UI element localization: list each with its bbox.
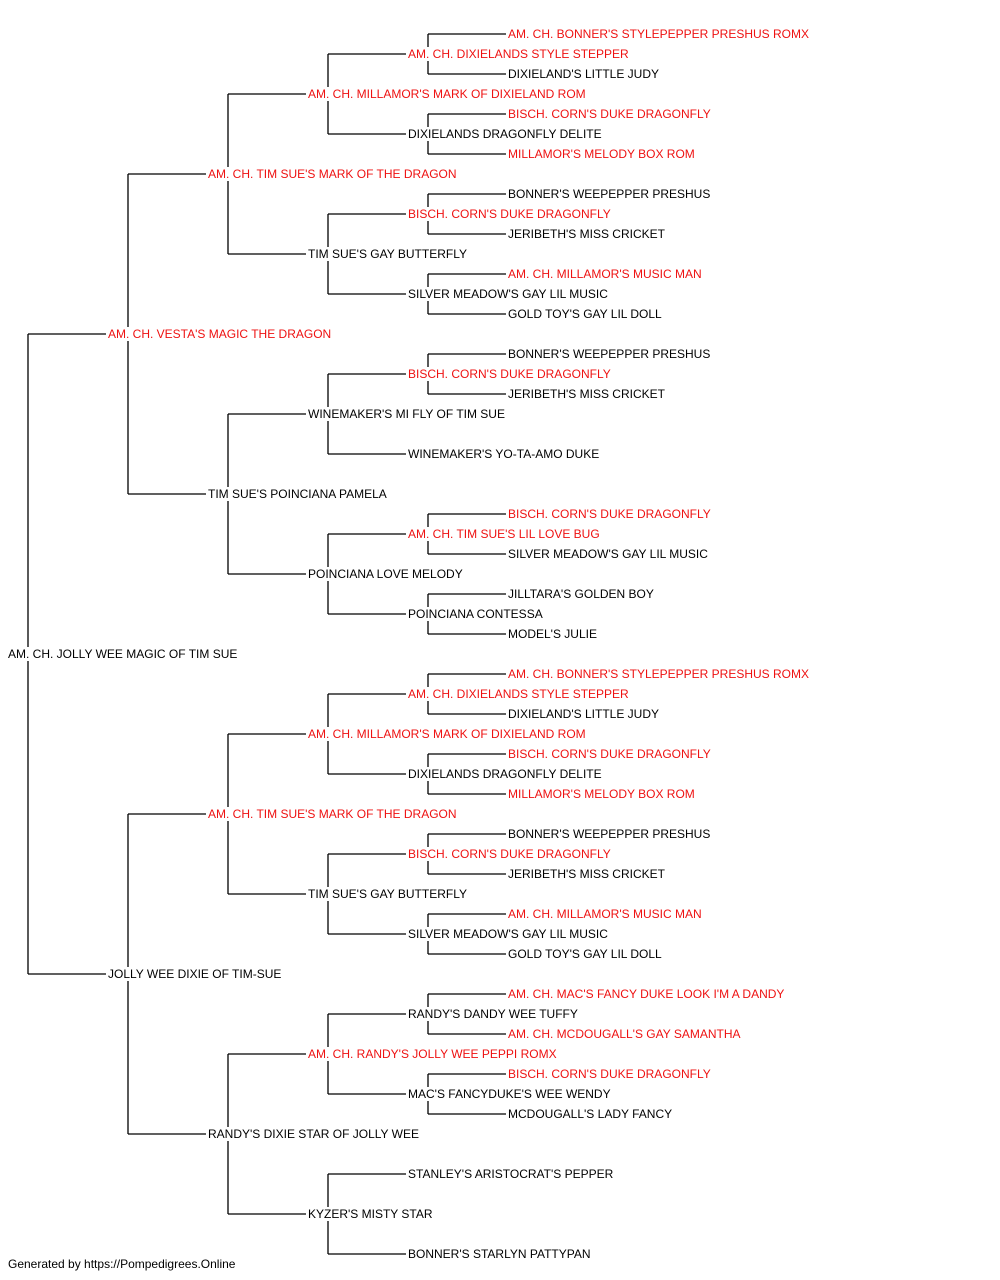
- ancestor-name: BISCH. CORN'S DUKE DRAGONFLY: [508, 107, 711, 121]
- ancestor-name: SILVER MEADOW'S GAY LIL MUSIC: [508, 547, 708, 561]
- ancestor-name: AM. CH. MILLAMOR'S MARK OF DIXIELAND ROM: [308, 727, 586, 741]
- ancestor-name: WINEMAKER'S YO-TA-AMO DUKE: [408, 447, 600, 461]
- ancestor-name: BISCH. CORN'S DUKE DRAGONFLY: [508, 747, 711, 761]
- ancestor-name: BISCH. CORN'S DUKE DRAGONFLY: [508, 507, 711, 521]
- ancestor-name: BONNER'S WEEPEPPER PRESHUS: [508, 187, 711, 201]
- ancestor-name: MCDOUGALL'S LADY FANCY: [508, 1107, 673, 1121]
- ancestor-name: AM. CH. MAC'S FANCY DUKE LOOK I'M A DAND…: [508, 987, 785, 1001]
- ancestor-name: POINCIANA LOVE MELODY: [308, 567, 463, 581]
- ancestor-name: BONNER'S STARLYN PATTYPAN: [408, 1247, 591, 1261]
- ancestor-name: BISCH. CORN'S DUKE DRAGONFLY: [408, 207, 611, 221]
- ancestor-name: AM. CH. TIM SUE'S MARK OF THE DRAGON: [208, 807, 457, 821]
- ancestor-name: JOLLY WEE DIXIE OF TIM-SUE: [108, 967, 282, 981]
- ancestor-name: KYZER'S MISTY STAR: [308, 1207, 433, 1221]
- ancestor-name: JERIBETH'S MISS CRICKET: [508, 387, 665, 401]
- ancestor-name: AM. CH. TIM SUE'S LIL LOVE BUG: [408, 527, 600, 541]
- ancestor-name: BISCH. CORN'S DUKE DRAGONFLY: [408, 847, 611, 861]
- ancestor-name: JILLTARA'S GOLDEN BOY: [508, 587, 654, 601]
- ancestor-name: POINCIANA CONTESSA: [408, 607, 543, 621]
- ancestor-name: AM. CH. DIXIELANDS STYLE STEPPER: [408, 687, 629, 701]
- ancestor-name: JERIBETH'S MISS CRICKET: [508, 867, 665, 881]
- ancestor-name: DIXIELAND'S LITTLE JUDY: [508, 707, 659, 721]
- ancestor-name: BISCH. CORN'S DUKE DRAGONFLY: [508, 1067, 711, 1081]
- ancestor-name: DIXIELANDS DRAGONFLY DELITE: [408, 767, 602, 781]
- ancestor-name: AM. CH. TIM SUE'S MARK OF THE DRAGON: [208, 167, 457, 181]
- ancestor-name: TIM SUE'S GAY BUTTERFLY: [308, 247, 467, 261]
- ancestor-name: MODEL'S JULIE: [508, 627, 597, 641]
- ancestor-name: MAC'S FANCYDUKE'S WEE WENDY: [408, 1087, 611, 1101]
- ancestor-name: RANDY'S DIXIE STAR OF JOLLY WEE: [208, 1127, 420, 1141]
- ancestor-name: SILVER MEADOW'S GAY LIL MUSIC: [408, 927, 608, 941]
- ancestor-name: SILVER MEADOW'S GAY LIL MUSIC: [408, 287, 608, 301]
- ancestor-name: GOLD TOY'S GAY LIL DOLL: [508, 307, 662, 321]
- ancestor-name: AM. CH. BONNER'S STYLEPEPPER PRESHUS ROM…: [508, 667, 810, 681]
- ancestor-name: BONNER'S WEEPEPPER PRESHUS: [508, 827, 711, 841]
- ancestor-name: BONNER'S WEEPEPPER PRESHUS: [508, 347, 711, 361]
- ancestor-name: AM. CH. RANDY'S JOLLY WEE PEPPI ROMX: [308, 1047, 557, 1061]
- ancestor-name: AM. CH. MILLAMOR'S MUSIC MAN: [508, 267, 702, 281]
- ancestor-name: STANLEY'S ARISTOCRAT'S PEPPER: [408, 1167, 614, 1181]
- ancestor-name: MILLAMOR'S MELODY BOX ROM: [508, 787, 695, 801]
- ancestor-name: AM. CH. MCDOUGALL'S GAY SAMANTHA: [508, 1027, 741, 1041]
- ancestor-name: RANDY'S DANDY WEE TUFFY: [408, 1007, 578, 1021]
- ancestor-name: AM. CH. DIXIELANDS STYLE STEPPER: [408, 47, 629, 61]
- ancestor-name: TIM SUE'S GAY BUTTERFLY: [308, 887, 467, 901]
- ancestor-name: AM. CH. VESTA'S MAGIC THE DRAGON: [108, 327, 332, 341]
- subject-dog-name: AM. CH. JOLLY WEE MAGIC OF TIM SUE: [8, 647, 238, 661]
- ancestor-name: DIXIELANDS DRAGONFLY DELITE: [408, 127, 602, 141]
- ancestor-name: AM. CH. BONNER'S STYLEPEPPER PRESHUS ROM…: [508, 27, 810, 41]
- ancestor-name: JERIBETH'S MISS CRICKET: [508, 227, 665, 241]
- ancestor-name: DIXIELAND'S LITTLE JUDY: [508, 67, 659, 81]
- generated-by-footer: Generated by https://Pompedigrees.Online: [8, 1257, 236, 1271]
- ancestor-name: BISCH. CORN'S DUKE DRAGONFLY: [408, 367, 611, 381]
- ancestor-name: TIM SUE'S POINCIANA PAMELA: [208, 487, 387, 501]
- ancestor-name: AM. CH. MILLAMOR'S MARK OF DIXIELAND ROM: [308, 87, 586, 101]
- ancestor-name: WINEMAKER'S MI FLY OF TIM SUE: [308, 407, 505, 421]
- ancestor-name: MILLAMOR'S MELODY BOX ROM: [508, 147, 695, 161]
- ancestor-name: AM. CH. MILLAMOR'S MUSIC MAN: [508, 907, 702, 921]
- ancestor-name: GOLD TOY'S GAY LIL DOLL: [508, 947, 662, 961]
